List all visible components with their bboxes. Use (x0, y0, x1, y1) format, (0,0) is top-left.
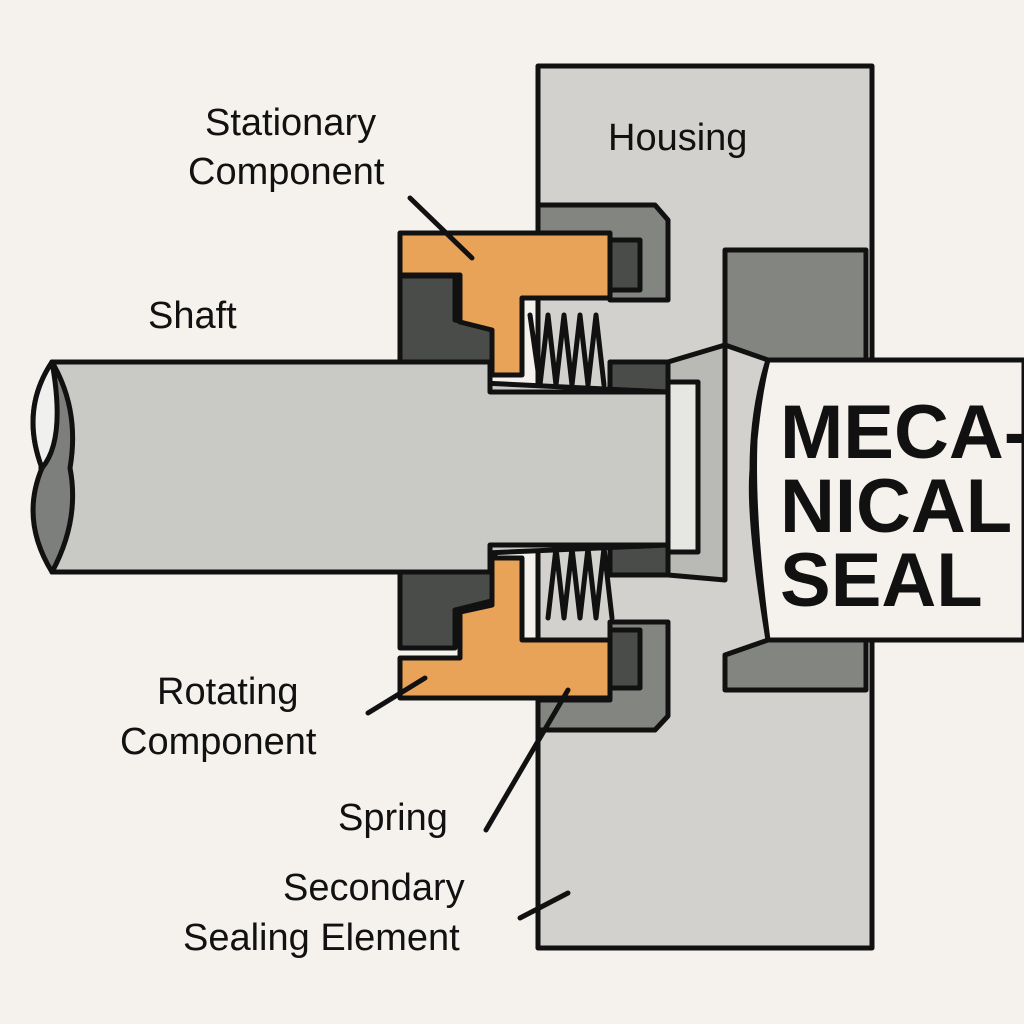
seal-face-disc (665, 379, 701, 555)
label-housing: Housing (608, 117, 747, 159)
title-line-3: SEAL (780, 538, 983, 623)
label-secondary-2: Sealing Element (183, 917, 460, 959)
label-shaft: Shaft (148, 295, 237, 337)
leader-secondary (517, 890, 571, 921)
lower-spring (545, 545, 615, 621)
title-line-2: NICAL (780, 464, 1012, 549)
label-spring: Spring (338, 797, 448, 839)
shaft-end-face (30, 359, 60, 471)
label-stationary-1: Stationary (205, 102, 376, 144)
label-rotating-2: Component (120, 721, 317, 763)
lower-seat-insert (607, 627, 643, 691)
leader-rotating (365, 675, 428, 716)
title-line-1: MECA- (780, 390, 1024, 475)
upper-spring (527, 312, 607, 388)
label-rotating-1: Rotating (157, 671, 299, 713)
label-secondary-1: Secondary (283, 867, 465, 909)
shaft-body (49, 359, 671, 575)
upper-seat-insert (607, 237, 643, 293)
label-stationary-2: Component (188, 151, 385, 193)
leader-stationary (407, 195, 475, 261)
title-panel (752, 357, 1024, 643)
leader-spring (483, 687, 571, 833)
